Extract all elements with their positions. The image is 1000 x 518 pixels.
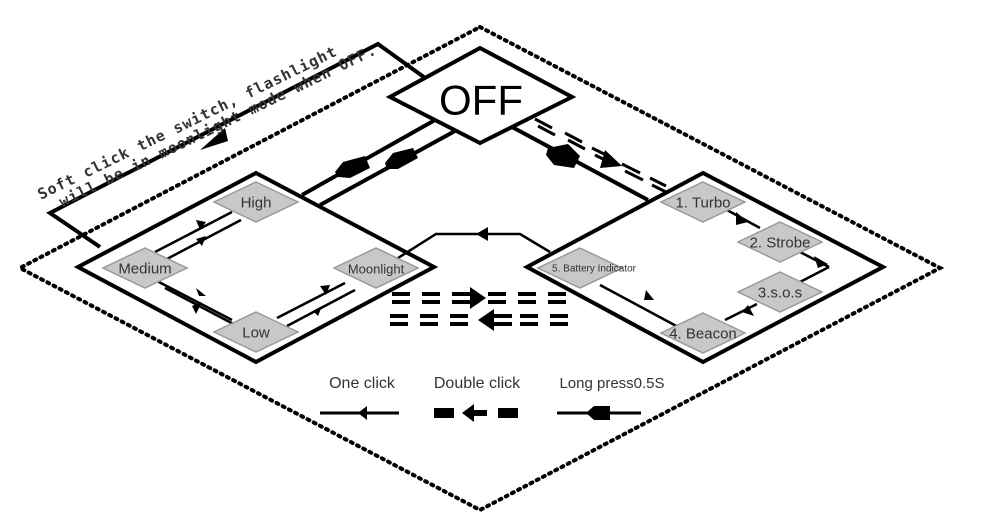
- one-click-battery-to-moonlight: [397, 232, 551, 260]
- mode-node-low: Low: [212, 311, 300, 353]
- mode-node-shape: [536, 247, 624, 289]
- mode-node-turbo: 1. Turbo: [659, 181, 747, 223]
- mode-node-label: 2. Strobe: [750, 235, 811, 252]
- note-line-2: will be in moonlight mode when OFF.: [56, 41, 379, 211]
- legend-long-press-label: Long press0.5S: [559, 375, 664, 392]
- mode-node-beacon: 4. Beacon: [659, 312, 747, 354]
- outer-dotted-boundary: [15, 24, 945, 513]
- mode-node-moonlight: Moonlight: [332, 247, 420, 289]
- mode-node-label: 4. Beacon: [669, 326, 737, 343]
- left-group-frame: [73, 170, 439, 365]
- mode-node-label: 5. Battery Indicator: [552, 264, 637, 275]
- right-group-arrow-icons: [644, 212, 828, 316]
- double-click-arrow-icon: [600, 150, 622, 168]
- legend-double-click-dash: [498, 408, 518, 418]
- off-state-shape: [385, 45, 577, 146]
- long-press-icon: [546, 144, 580, 168]
- off-state-label: OFF: [439, 77, 523, 124]
- left-group-edges: [154, 210, 356, 330]
- legend-one-click-arrow-icon: [358, 406, 367, 420]
- mode-node-label: High: [241, 195, 272, 212]
- mode-node-shape: [212, 181, 300, 223]
- mode-node-shape: [101, 247, 189, 289]
- mode-node-label: 1. Turbo: [675, 195, 730, 212]
- left-group-arrow-icons: [192, 220, 330, 316]
- mode-node-label: Moonlight: [348, 262, 405, 277]
- long-press-icon: [385, 148, 418, 169]
- soft-click-arrow-icon: [200, 128, 228, 150]
- mode-node-medium: Medium: [101, 247, 189, 289]
- mode-node-shape: [212, 311, 300, 353]
- soft-click-path: [46, 41, 430, 249]
- mode-node-battery: 5. Battery Indicator: [536, 247, 637, 289]
- long-press-icon: [335, 156, 370, 178]
- legend-double-click-label: Double click: [434, 375, 521, 392]
- mode-node-label: 3.s.o.s: [758, 285, 802, 302]
- mode-node-strobe: 2. Strobe: [736, 221, 824, 263]
- mode-node-sos: 3.s.o.s: [736, 271, 824, 313]
- mode-node-label: Medium: [118, 261, 171, 278]
- legend-one-click-label: One click: [329, 375, 396, 392]
- double-click-center: [390, 287, 568, 331]
- mode-node-shape: [659, 312, 747, 354]
- soft-click-note: Soft click the switch, flashlight will b…: [35, 41, 380, 211]
- mode-node-label: Low: [242, 325, 270, 342]
- one-click-arrow-icon: [476, 227, 488, 241]
- long-press-line-3: [511, 125, 649, 202]
- mode-node-shape: [659, 181, 747, 223]
- long-press-line-1: [301, 118, 436, 197]
- right-group-frame: [522, 170, 888, 365]
- legend-double-click-arrow-icon: [462, 404, 487, 422]
- mode-node-shape: [736, 271, 824, 313]
- mode-node-high: High: [212, 181, 300, 223]
- mode-node-shape: [736, 221, 824, 263]
- legend-double-click-dash: [434, 408, 454, 418]
- mode-node-shape: [332, 247, 420, 289]
- legend-long-press-icon: [586, 406, 610, 420]
- legend: One click Double click Long press0.5S: [320, 375, 665, 422]
